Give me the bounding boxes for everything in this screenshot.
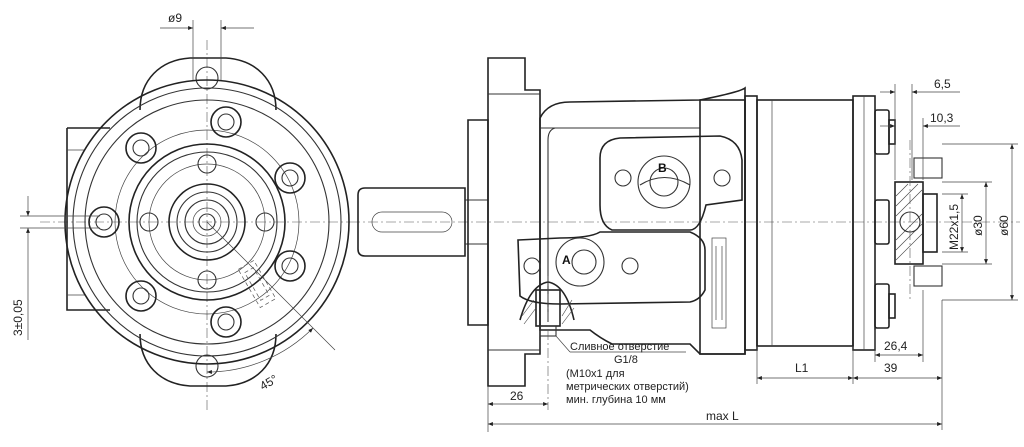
dim-26-4: 26,4 [884, 339, 908, 353]
rear-plug [894, 140, 943, 300]
dim-offset: 3±0,05 [11, 299, 25, 336]
metric-note-line3: мин. глубина 10 мм [566, 394, 666, 406]
dim-max-l: max L [706, 409, 739, 423]
front-view: 45° ø9 3±0,05 [11, 11, 350, 410]
dim-26: 26 [510, 389, 524, 403]
dim-10-3: 10,3 [930, 111, 954, 125]
dim-d30: ø30 [971, 215, 985, 236]
dim-l1: L1 [795, 361, 809, 375]
dim-m22: M22x1,5 [947, 204, 961, 250]
drain-note-line1: Сливное отверстие [570, 341, 669, 353]
metric-note-line1: (M10x1 для [566, 368, 625, 380]
angle-label: 45° [257, 372, 280, 393]
dim-6-5: 6,5 [934, 77, 951, 91]
dim-d60: ø60 [997, 215, 1011, 236]
drain-note: Сливное отверстие G1/8 (M10x1 для метрич… [566, 341, 689, 406]
drain-plug [519, 276, 575, 410]
drain-note-line2: G1/8 [614, 354, 638, 366]
end-bolts [874, 109, 896, 329]
inner-holes [139, 154, 275, 290]
port-b-label: B [658, 161, 667, 175]
drain-port-hidden [237, 259, 277, 309]
dim-d9: ø9 [168, 11, 182, 25]
metric-note-line2: метрических отверстий) [566, 381, 689, 393]
port-a-label: A [562, 253, 571, 267]
dim-39: 39 [884, 361, 898, 375]
side-view: B A [350, 57, 1020, 432]
outer-bolts [88, 106, 306, 338]
